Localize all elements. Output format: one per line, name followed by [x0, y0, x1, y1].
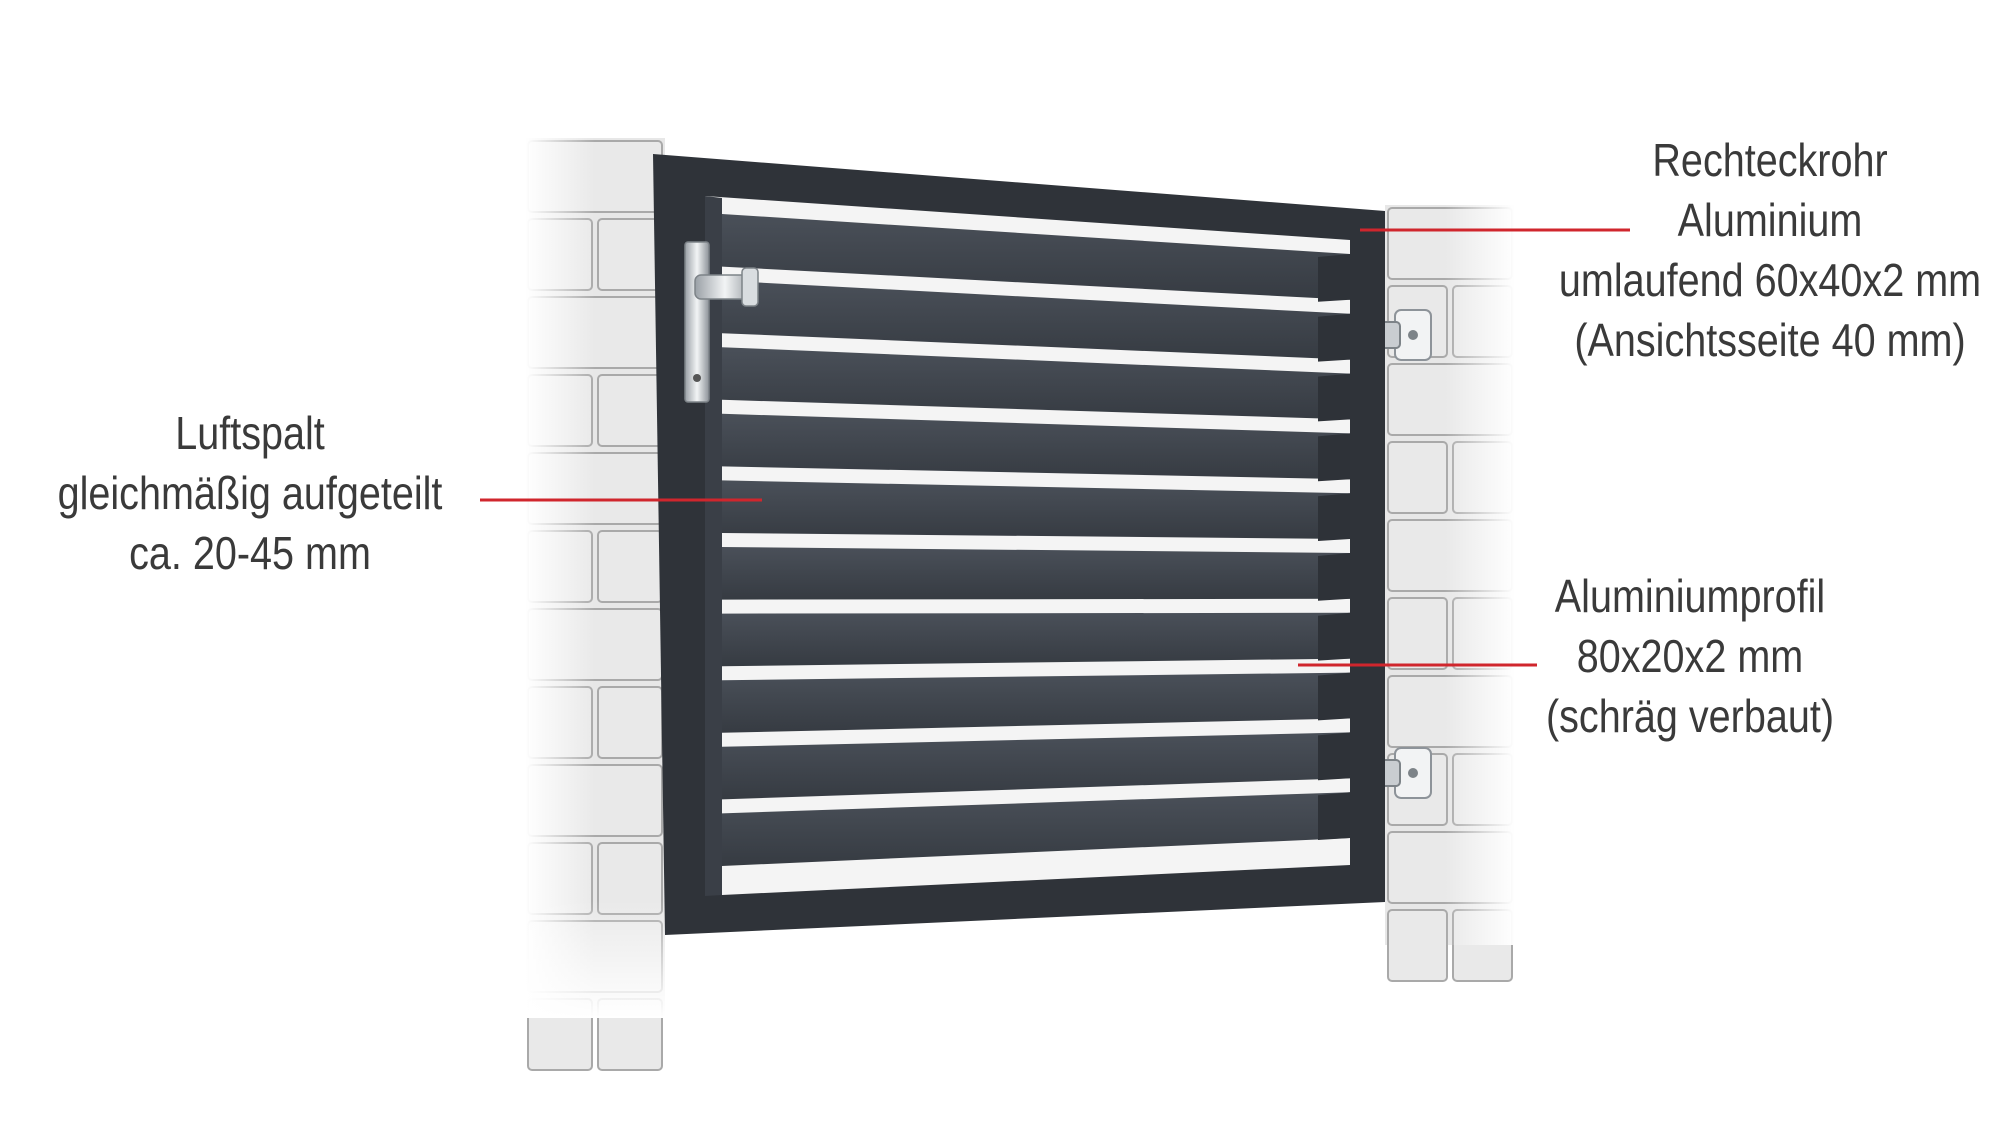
brick	[1387, 441, 1448, 514]
frame-annotation-label: Rechteckrohr Aluminium umlaufend 60x40x2…	[1538, 130, 2000, 370]
aluminium-slat	[722, 672, 1350, 733]
brick	[1387, 597, 1448, 670]
gap-label-line1: Luftspalt	[175, 407, 325, 459]
slat-edge	[1318, 792, 1350, 840]
profile-annotation-label: Aluminiumprofil 80x20x2 mm (schräg verba…	[1488, 566, 1892, 746]
aluminium-slat	[722, 214, 1350, 300]
brick	[597, 374, 663, 447]
brick	[597, 530, 663, 603]
profile-label-line1: Aluminiumprofil	[1554, 570, 1826, 622]
slat-edge	[1318, 672, 1350, 721]
gap-label-line2: gleichmäßig aufgeteilt	[57, 467, 443, 519]
brick	[597, 686, 663, 759]
slat-edge	[1318, 433, 1350, 482]
frame-label-line4: (Ansichtsseite 40 mm)	[1574, 314, 1966, 366]
slat-edge	[1318, 553, 1350, 601]
frame-label-line3: umlaufend 60x40x2 mm	[1558, 254, 1982, 306]
slat-edge	[1318, 493, 1350, 541]
aluminium-slat	[722, 612, 1350, 667]
gate-handle	[684, 241, 759, 403]
aluminium-slat	[722, 732, 1350, 800]
slat-edge	[1318, 732, 1350, 781]
frame-label-line2: Aluminium	[1677, 194, 1863, 246]
aluminium-slat	[722, 547, 1350, 600]
slat-edge	[1318, 612, 1350, 661]
aluminium-slat	[722, 280, 1350, 360]
slat-edge	[1318, 373, 1350, 422]
brick	[1387, 909, 1448, 982]
gate-frame	[653, 154, 1385, 935]
aluminium-slat	[722, 413, 1350, 480]
aluminium-slat	[722, 792, 1350, 866]
aluminium-slat	[722, 480, 1350, 539]
gap-label-line3: ca. 20-45 mm	[129, 527, 371, 579]
gap-annotation-label: Luftspalt gleichmäßig aufgeteilt ca. 20-…	[35, 403, 465, 583]
slat-edge	[1318, 313, 1350, 362]
left-brick-pillar	[525, 138, 665, 1071]
frame-label-line1: Rechteckrohr	[1652, 134, 1888, 186]
profile-label-line2: 80x20x2 mm	[1576, 630, 1804, 682]
profile-label-line3: (schräg verbaut)	[1545, 690, 1835, 742]
annotation-lines	[480, 228, 1630, 667]
upper-hinge	[1377, 309, 1432, 361]
slat-edge	[1318, 254, 1350, 302]
aluminium-slat	[722, 347, 1350, 420]
brick	[597, 218, 663, 291]
